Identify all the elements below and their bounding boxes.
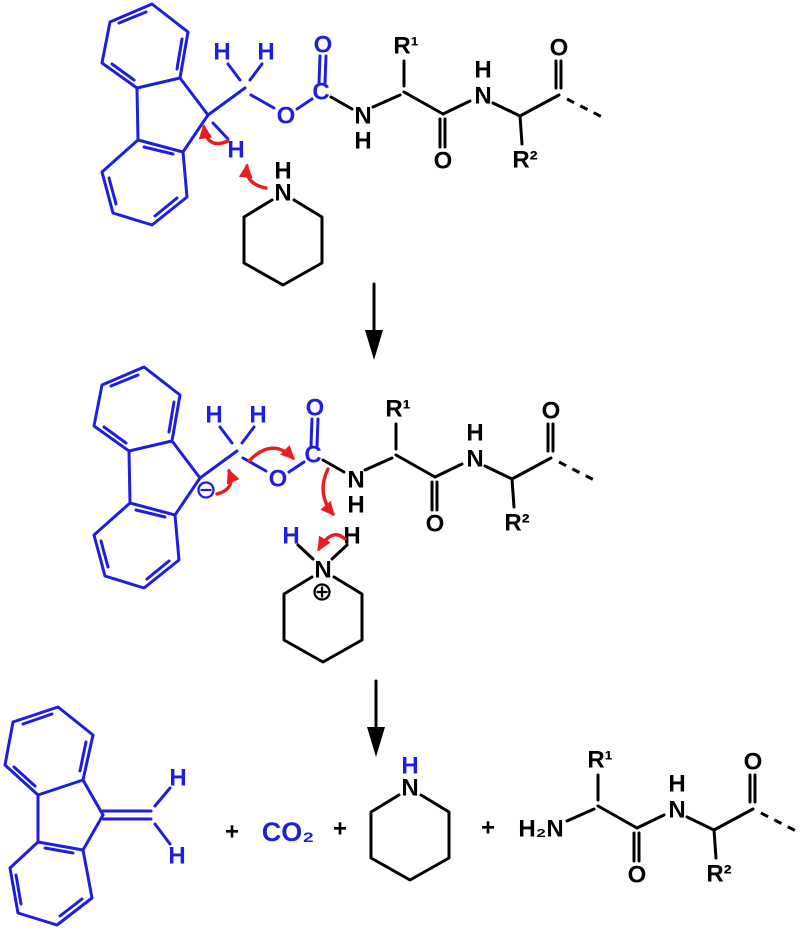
step2-fluorenyl-anion-intermediate: N H	[92, 365, 596, 590]
dbf-upper-ring-double-bonds	[12, 712, 88, 788]
n-h-bonds	[296, 543, 349, 561]
reaction-arrow-2-head	[367, 727, 385, 757]
dbf-lower-ring-double-bonds	[14, 846, 84, 918]
product-free-amine-peptide: H₂N	[518, 745, 798, 890]
product-piperidine: H N	[369, 753, 451, 882]
co2-label: CO₂	[262, 817, 315, 847]
reaction-arrow-1-head	[365, 330, 383, 360]
piperidine-ring	[369, 793, 451, 882]
plus-sign: +	[225, 819, 239, 846]
reaction-arrow-1	[365, 282, 383, 360]
atom-h: H	[274, 158, 291, 185]
atom-h-acidic: H	[227, 137, 244, 164]
atom-h2n: H₂N	[518, 816, 563, 843]
dbf-five-ring-bonds	[36, 778, 105, 852]
atom-n: N	[401, 775, 418, 802]
atom-h: H	[169, 765, 186, 792]
dbf-lower-ring	[8, 840, 94, 927]
atom-h: H	[282, 523, 299, 550]
atom-h: H	[354, 128, 371, 155]
step1-piperidine: H N	[242, 158, 324, 287]
plus-sign: +	[333, 816, 347, 843]
step2-piperidinium: H H N	[282, 523, 364, 664]
peptide-chain	[371, 31, 604, 176]
peptide-chain	[565, 745, 798, 890]
atom-h: H	[347, 492, 364, 519]
plus-charge-icon	[313, 583, 331, 601]
atom-n: N	[274, 180, 291, 207]
atom-h: H	[343, 523, 360, 550]
product-dibenzofulvene: H H	[3, 705, 187, 927]
piperidine-ring	[242, 198, 324, 287]
electron-arrow-n-to-h	[238, 163, 268, 190]
step1-electron-arrows	[198, 124, 268, 190]
dbf-upper-ring	[3, 705, 95, 797]
reaction-arrow-2	[367, 679, 385, 757]
electron-arrow-nh-to-n	[317, 533, 347, 552]
minus-charge-icon	[197, 481, 215, 499]
fmoc-group	[100, 2, 354, 227]
electron-arrow-anion-to-bond	[215, 468, 240, 496]
step2-electron-arrows	[215, 445, 347, 552]
atom-n: N	[354, 103, 371, 130]
c9-h-bond	[211, 121, 230, 141]
atom-h: H	[401, 753, 418, 780]
plus-sign: +	[481, 815, 495, 842]
atom-h: H	[168, 843, 185, 870]
electron-arrow-ch-to-c9	[198, 124, 230, 146]
step1-fmoc-peptide: N H H	[100, 2, 604, 227]
electron-arrow-o-to-c	[247, 445, 295, 463]
atom-n: N	[347, 467, 364, 494]
dbf-exocyclic-double-bond	[101, 786, 172, 846]
atom-n: N	[314, 557, 331, 584]
peptide-chain	[363, 394, 596, 539]
electron-arrow-cn-to-h	[320, 467, 335, 517]
